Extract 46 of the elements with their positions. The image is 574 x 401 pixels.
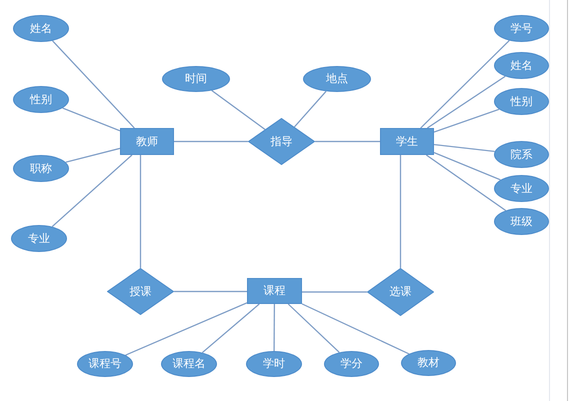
attribute-ellipse: 性别 — [13, 86, 69, 113]
attribute-ellipse: 姓名 — [494, 52, 549, 79]
connector-line — [274, 304, 275, 351]
connector-line — [434, 108, 500, 133]
attribute-ellipse: 班级 — [494, 208, 549, 235]
connector-line — [202, 304, 260, 354]
attribute-ellipse: 专业 — [494, 175, 549, 202]
connector-line — [427, 76, 506, 128]
entity-box: 课程 — [247, 278, 302, 304]
attribute-ellipse: 课程号 — [77, 351, 133, 377]
connector-line — [66, 148, 120, 163]
connector-line — [434, 144, 495, 152]
connector-line — [434, 152, 501, 180]
connector-line — [52, 40, 135, 128]
connector-line — [211, 90, 266, 130]
attribute-ellipse: 职称 — [13, 155, 69, 182]
attribute-ellipse: 课程名 — [161, 351, 217, 377]
entity-box: 学生 — [380, 128, 434, 155]
connector-line — [420, 40, 510, 128]
connector-line — [400, 155, 402, 268]
connector-line — [294, 90, 327, 128]
attribute-ellipse: 性别 — [494, 88, 549, 115]
attribute-ellipse: 学时 — [246, 351, 302, 377]
attribute-ellipse: 学分 — [324, 351, 379, 377]
attribute-ellipse: 专业 — [11, 225, 67, 252]
connector-line — [426, 154, 506, 211]
connector-line — [174, 140, 248, 142]
connector-line — [52, 154, 132, 228]
connector-line — [125, 302, 248, 356]
connector-line — [62, 108, 120, 132]
relationship-diamond: 授课 — [107, 268, 174, 315]
attribute-ellipse: 学号 — [494, 15, 549, 42]
connector-line — [302, 291, 367, 293]
connector-line — [174, 290, 247, 292]
relationship-diamond: 选课 — [367, 268, 434, 316]
attribute-ellipse: 姓名 — [13, 15, 69, 42]
connector-line — [140, 155, 142, 268]
connector-line — [288, 304, 340, 353]
attribute-ellipse: 地点 — [303, 66, 371, 92]
relationship-diamond: 指导 — [248, 118, 315, 165]
attribute-ellipse: 时间 — [162, 66, 230, 92]
attribute-ellipse: 院系 — [494, 141, 549, 168]
entity-box: 教师 — [120, 128, 174, 155]
connector-line — [315, 140, 380, 142]
attribute-ellipse: 教材 — [401, 350, 456, 376]
connector-line — [302, 303, 410, 354]
